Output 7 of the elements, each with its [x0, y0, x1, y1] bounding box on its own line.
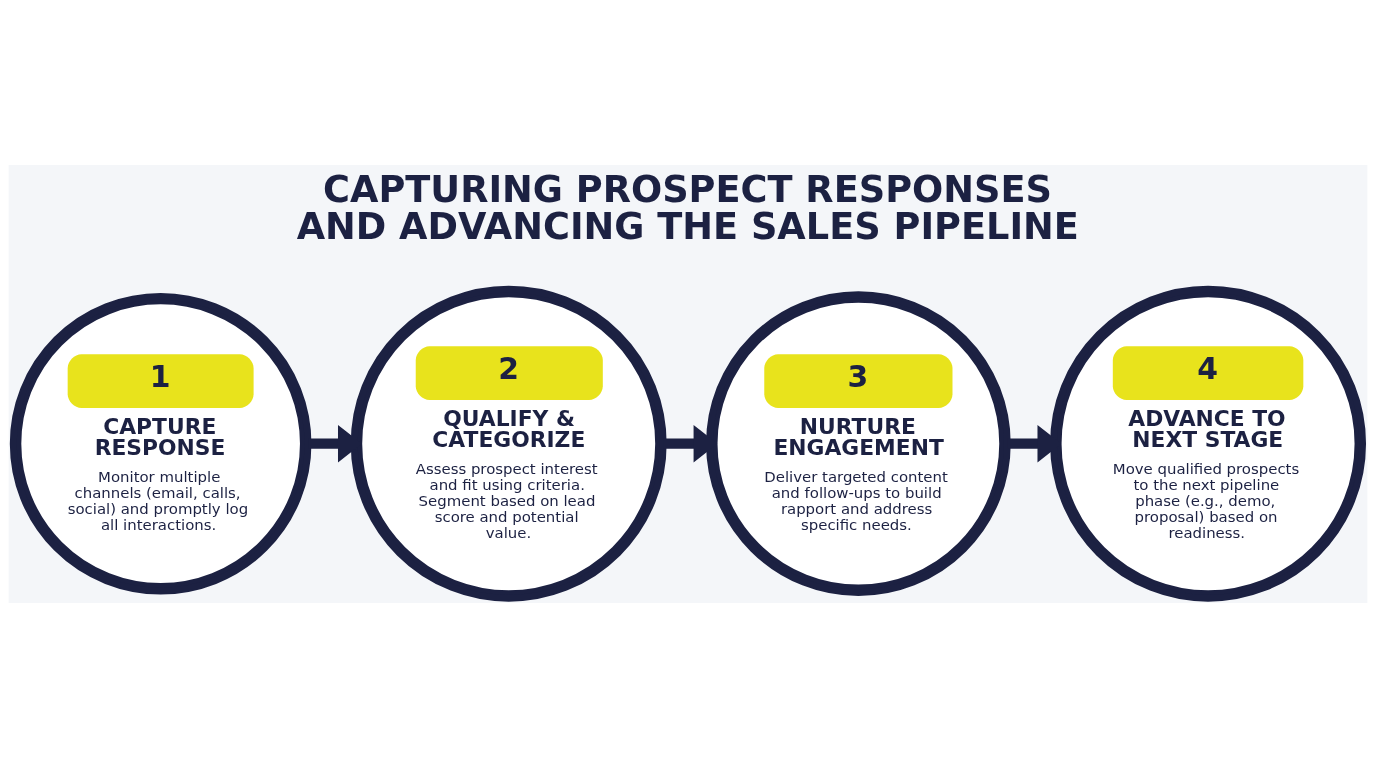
arrow — [1007, 424, 1062, 463]
diagram-title: CAPTURING PROSPECT RESPONSES AND ADVANCING THE SALES PIPELINE — [296, 168, 1079, 249]
node-circle: 1 CAPTURE RESPONSE Monitor multiple channels (email, calls, social) and promptly log all interactions. — [9, 292, 312, 595]
node-circle: 4 ADVANCE TO NEXT STAGE Move qualified prospects to the next pipeline phase (e.g., demo, proposal) based on readiness. — [1050, 285, 1367, 602]
node-circle: 2 QUALIFY & CATEGORIZE Assess prospect interest and fit using criteria. Segment based on lead score and potential value. — [350, 285, 667, 602]
arrow — [663, 424, 718, 463]
node-circle: 3 NURTURE ENGAGEMENT Deliver targeted content and follow-ups to build rapport and address specific needs. — [706, 291, 1011, 597]
